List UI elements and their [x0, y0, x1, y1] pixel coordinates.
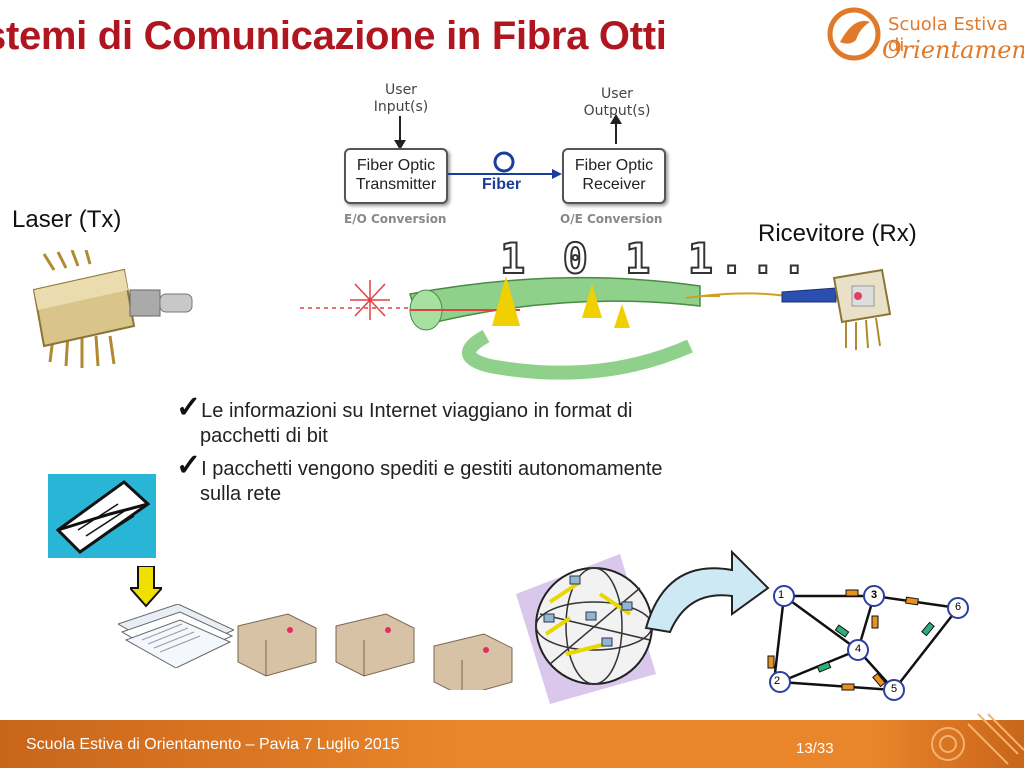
logo-text-line2: Orientamento: [882, 36, 1024, 64]
fiber-link-icon: [448, 151, 562, 179]
bullet-1-line1: Le informazioni su Internet viaggiano in…: [201, 400, 633, 422]
packets-illustration: [237, 613, 513, 690]
paper-stack-icon: [118, 604, 234, 668]
bullet-2-line1: I pacchetti vengono spediti e gestiti au…: [201, 458, 663, 480]
bits-label: 1 0 1 1...: [499, 233, 813, 284]
network-node-5: [883, 679, 905, 701]
bullet-1-line2: pacchetti di bit: [200, 425, 328, 447]
network-node-3: [863, 585, 885, 607]
receiver-rx-label: Ricevitore (Rx): [758, 220, 917, 247]
slide-title: stemi di Comunicazione in Fibra Otti: [0, 14, 667, 58]
node-label-3: 3: [871, 589, 878, 601]
globe-network-icon: [516, 554, 656, 704]
node-label-4: 4: [855, 643, 862, 655]
page-number: 13/33: [796, 740, 834, 757]
envelope-icon: [48, 474, 156, 558]
transmitter-box: Fiber Optic Transmitter: [344, 148, 448, 204]
bullet-1: ✓Le informazioni su Internet viaggiano i…: [176, 390, 776, 448]
user-output-label: User Output(s): [583, 86, 651, 119]
network-node-2: [769, 671, 791, 693]
down-arrow-icon: [130, 566, 162, 608]
laser-tx-label: Laser (Tx): [12, 206, 122, 233]
network-graph: [767, 585, 969, 701]
bullet-2: ✓I pacchetti vengono spediti e gestiti a…: [176, 448, 796, 506]
oe-conversion-label: O/E Conversion: [560, 212, 663, 226]
curved-arrow-icon: [644, 549, 770, 634]
bullet-2-line2: sulla rete: [200, 483, 282, 505]
footer-bar: [0, 720, 1024, 768]
network-node-1: [773, 585, 795, 607]
laser-device-icon: [32, 250, 193, 368]
fiber-label: Fiber: [482, 176, 522, 193]
fiber-transmission-illustration: [300, 276, 720, 380]
footer-text: Scuola Estiva di Orientamento – Pavia 7 …: [26, 736, 400, 753]
network-node-6: [947, 597, 969, 619]
footer-pattern-icon: [931, 713, 1024, 765]
node-label-6: 6: [955, 601, 962, 613]
network-node-4: [847, 639, 869, 661]
school-logo: Scuola Estiva di Orientamento: [822, 2, 1024, 70]
logo-text-line1: Scuola Estiva di: [888, 14, 1008, 56]
node-label-2: 2: [774, 675, 781, 687]
diagram-arrows: [394, 114, 622, 150]
checkmark-icon: ✓: [176, 391, 202, 424]
eo-conversion-label: E/O Conversion: [344, 212, 447, 226]
node-label-5: 5: [891, 683, 898, 695]
receiver-device-icon: [686, 268, 892, 350]
logo-emblem-icon: [827, 7, 881, 61]
checkmark-icon: ✓: [176, 449, 202, 482]
user-input-label: User Input(s): [373, 82, 429, 115]
node-label-1: 1: [778, 589, 785, 601]
receiver-box: Fiber Optic Receiver: [562, 148, 666, 204]
